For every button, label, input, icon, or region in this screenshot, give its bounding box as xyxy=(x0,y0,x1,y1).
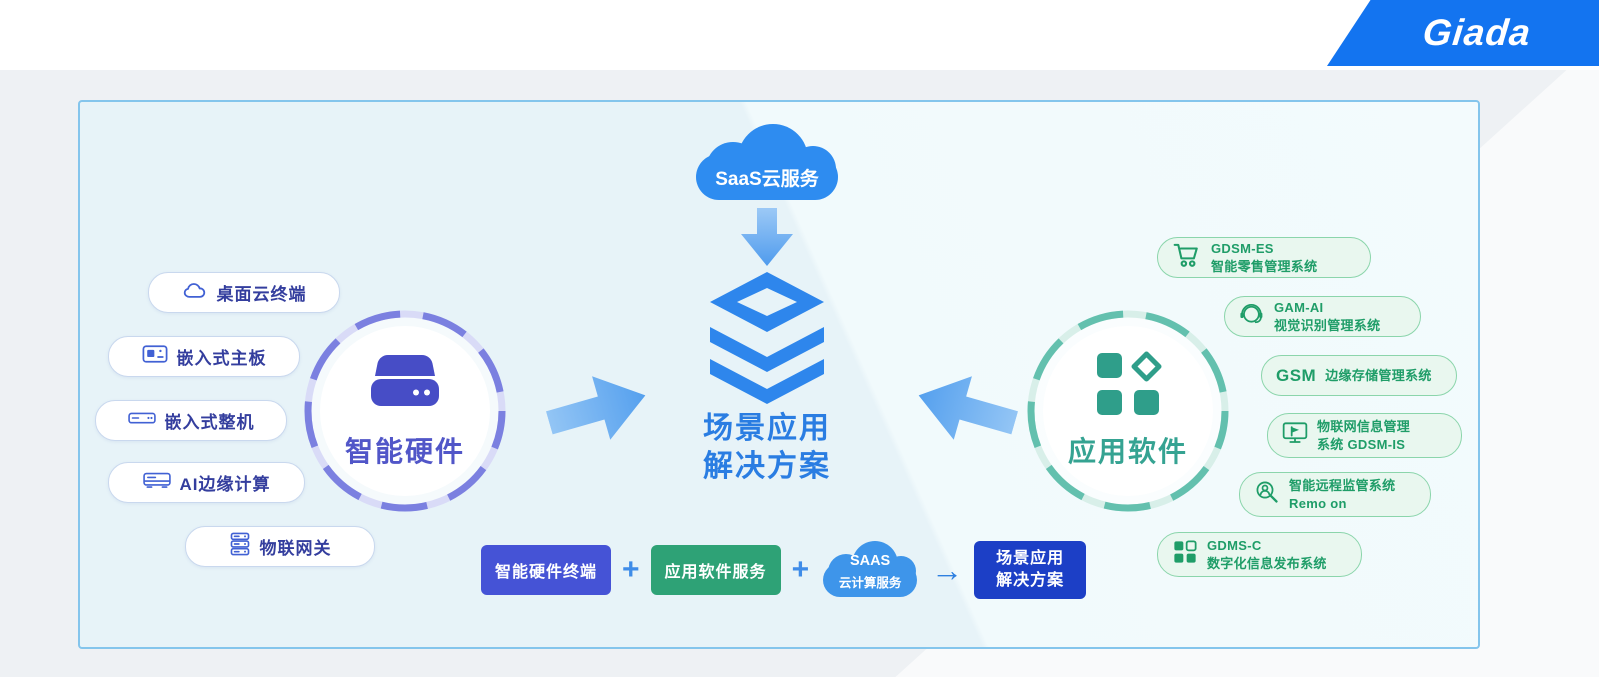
layers-icon xyxy=(702,270,832,411)
hardware-item: 嵌入式主板 xyxy=(108,336,300,377)
software-ring xyxy=(1027,310,1229,512)
hardware-item: 嵌入式整机 xyxy=(95,400,287,441)
cloud-icon xyxy=(696,154,838,200)
software-item-label: GDSM-ES 智能零售管理系统 xyxy=(1211,241,1318,274)
arrow-down-icon xyxy=(741,208,793,271)
saas-cloud: SaaS云服务 xyxy=(692,122,842,204)
formula-result-line1: 场景应用 xyxy=(996,549,1065,567)
software-item: 智能远程监管系统 Remo on xyxy=(1239,472,1431,517)
formula-saas-line1: SAAS xyxy=(849,553,891,569)
software-item-label: GAM-AI 视觉识别管理系统 xyxy=(1274,300,1381,333)
formula-arrow: → xyxy=(931,551,964,588)
formula-result-line2: 解决方案 xyxy=(996,572,1065,589)
formula-row: 智能硬件终端 + 应用软件服务 + SAAS 云计算服务 → 场景应用 解决方案 xyxy=(481,538,1087,602)
formula-saas-line2: 云计算服务 xyxy=(838,576,902,590)
software-item-label: GDMS-C 数字化信息发布系统 xyxy=(1207,538,1327,571)
formula-hardware-box: 智能硬件终端 xyxy=(481,545,612,595)
software-item: GDMS-C 数字化信息发布系统 xyxy=(1157,532,1362,577)
ai-edge-icon xyxy=(142,471,171,494)
flow-arrow-right-icon xyxy=(539,360,657,464)
hardware-item: 桌面云终端 xyxy=(148,272,340,313)
vision-ai-icon xyxy=(1239,301,1265,332)
grid-icon xyxy=(1172,539,1198,570)
formula-saas-cloud: SAAS 云计算服务 xyxy=(820,538,920,602)
software-item: 物联网信息管理 系统 GDSM-IS xyxy=(1267,413,1462,458)
embedded-board-icon xyxy=(142,344,168,369)
plus-sign: + xyxy=(622,553,640,586)
shopping-cart-icon xyxy=(1172,242,1202,273)
app-grid-icon xyxy=(1094,350,1162,423)
software-item-label: 智能远程监管系统 Remo on xyxy=(1289,478,1396,511)
hardware-label: 智能硬件 xyxy=(344,436,465,467)
hardware-item-label: AI边缘计算 xyxy=(179,475,271,494)
software-item-label: 物联网信息管理 系统 GDSM-IS xyxy=(1317,419,1411,452)
embedded-unit-icon xyxy=(127,410,156,431)
desktop-cloud-icon xyxy=(182,281,208,305)
hardware-ring xyxy=(304,310,506,512)
software-group xyxy=(1021,304,1235,523)
hardware-item: 物联网关 xyxy=(185,526,375,567)
software-item: GAM-AI 视觉识别管理系统 xyxy=(1224,296,1421,337)
center-title: 场景应用 解决方案 xyxy=(677,410,857,486)
software-label: 应用软件 xyxy=(1067,436,1188,467)
gsm-wordmark: GSM xyxy=(1276,365,1317,385)
saas-cloud-label: SaaS云服务 xyxy=(715,169,819,190)
hardware-item: AI边缘计算 xyxy=(108,462,305,503)
center-title-line2: 解决方案 xyxy=(703,450,831,483)
giada-logo: Giada xyxy=(1327,0,1599,66)
software-item-label: 边缘存储管理系统 xyxy=(1325,367,1432,383)
logo-text: Giada xyxy=(1420,12,1534,53)
hardware-item-label: 嵌入式主板 xyxy=(176,349,267,368)
remote-monitor-icon xyxy=(1254,479,1280,510)
iot-info-monitor-icon xyxy=(1282,421,1308,450)
hard-drive-icon xyxy=(364,352,446,415)
hardware-item-label: 物联网关 xyxy=(259,539,332,558)
center-title-line1: 场景应用 xyxy=(703,412,831,445)
hardware-item-label: 嵌入式整机 xyxy=(164,413,255,432)
plus-sign: + xyxy=(791,553,810,586)
hardware-item-label: 桌面云终端 xyxy=(216,285,307,304)
software-item: GSM 边缘存储管理系统 xyxy=(1261,355,1457,396)
formula-result-box: 场景应用 解决方案 xyxy=(974,541,1087,599)
hardware-group xyxy=(298,304,512,523)
cloud-icon xyxy=(823,563,918,597)
formula-software-box: 应用软件服务 xyxy=(650,545,781,595)
iot-gateway-icon xyxy=(229,532,251,561)
software-item: GDSM-ES 智能零售管理系统 xyxy=(1157,237,1371,278)
flow-arrow-left-icon xyxy=(907,360,1025,464)
